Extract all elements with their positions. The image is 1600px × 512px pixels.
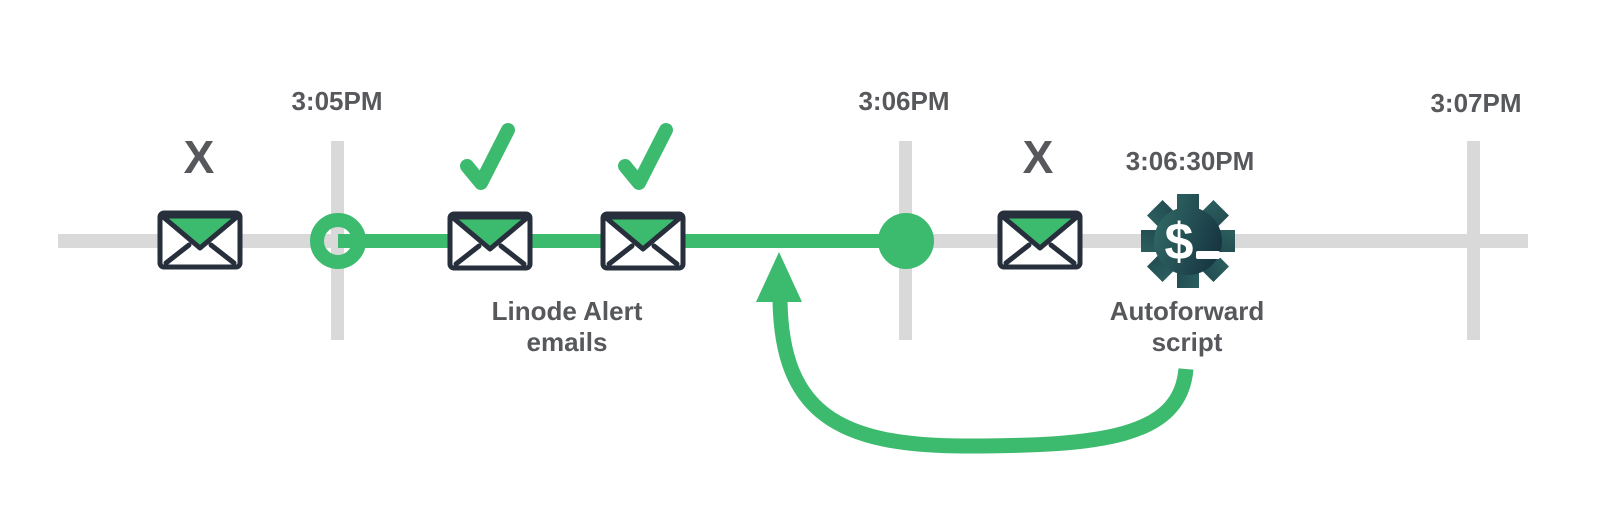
- autoforward-script-label-line2: script: [1151, 327, 1223, 357]
- alert-emails-label: Linode Alert emails: [492, 296, 643, 358]
- window-end-dot: [878, 213, 934, 269]
- time-label-3-06-30: 3:06:30PM: [1125, 146, 1255, 176]
- check-icon-1: [460, 123, 515, 190]
- envelope-icon-1: [157, 210, 243, 270]
- envelope-icon-2: [447, 211, 533, 271]
- time-label-3-07: 3:07PM: [1430, 88, 1522, 118]
- blocked-x-mark-2: X: [1022, 131, 1054, 183]
- window-start-ring: [310, 213, 366, 269]
- alert-emails-label-line2: emails: [526, 327, 608, 357]
- alert-emails-label-line1: Linode Alert: [491, 296, 643, 326]
- autoforward-script-label: Autoforward script: [1110, 296, 1265, 358]
- autoforward-script-label-line1: Autoforward: [1109, 296, 1265, 326]
- envelope-icon-3: [600, 211, 686, 271]
- time-label-3-06: 3:06PM: [858, 86, 950, 116]
- prompt-underscore: [1196, 251, 1220, 259]
- time-label-3-05: 3:05PM: [291, 86, 383, 116]
- tick-3-07: [1467, 141, 1480, 340]
- loop-arrowhead: [756, 252, 802, 302]
- check-icon-2: [618, 123, 673, 190]
- blocked-x-mark-1: X: [183, 131, 215, 183]
- envelope-icon-4: [997, 210, 1083, 270]
- dollar-sign: $: [1165, 213, 1194, 271]
- gear-icon: $: [1141, 194, 1235, 288]
